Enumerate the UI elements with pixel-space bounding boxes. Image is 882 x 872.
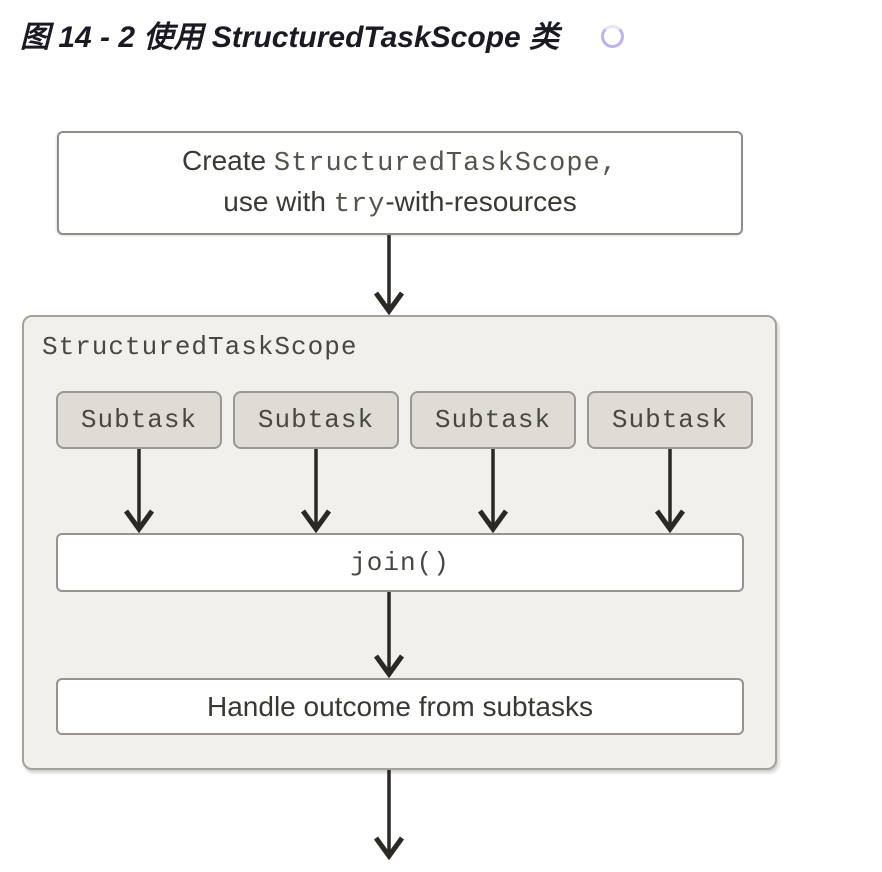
create-scope-line2-sans-a: use with <box>223 186 334 217</box>
join-node: join() <box>56 533 744 592</box>
down-arrow-create-to-group-icon <box>373 235 405 315</box>
group-label: StructuredTaskScope <box>42 332 358 362</box>
create-scope-line2-code: try <box>333 190 386 220</box>
down-arrow-exit-icon <box>373 770 405 860</box>
down-arrow-subtask3-icon <box>477 449 509 533</box>
down-arrow-join-to-handle-icon <box>373 592 405 678</box>
create-scope-node: Create StructuredTaskScope, use with try… <box>57 131 743 235</box>
create-scope-line1-sans: Create <box>182 145 274 176</box>
create-scope-line1-code: StructuredTaskScope, <box>273 149 618 179</box>
down-arrow-subtask4-icon <box>654 449 686 533</box>
subtask-node-2: Subtask <box>233 391 399 449</box>
subtask-node-3: Subtask <box>410 391 576 449</box>
down-arrow-subtask1-icon <box>123 449 155 533</box>
create-scope-line1: Create StructuredTaskScope, <box>182 142 618 183</box>
create-scope-line2: use with try-with-resources <box>223 183 577 224</box>
subtask-node-1: Subtask <box>56 391 222 449</box>
subtask-node-4: Subtask <box>587 391 753 449</box>
figure-title: 图 14 - 2 使用 StructuredTaskScope 类 <box>20 21 560 54</box>
loading-ring-icon <box>601 25 624 48</box>
handle-outcome-node: Handle outcome from subtasks <box>56 678 744 735</box>
create-scope-line2-sans-b: -with-resources <box>385 186 577 217</box>
down-arrow-subtask2-icon <box>300 449 332 533</box>
